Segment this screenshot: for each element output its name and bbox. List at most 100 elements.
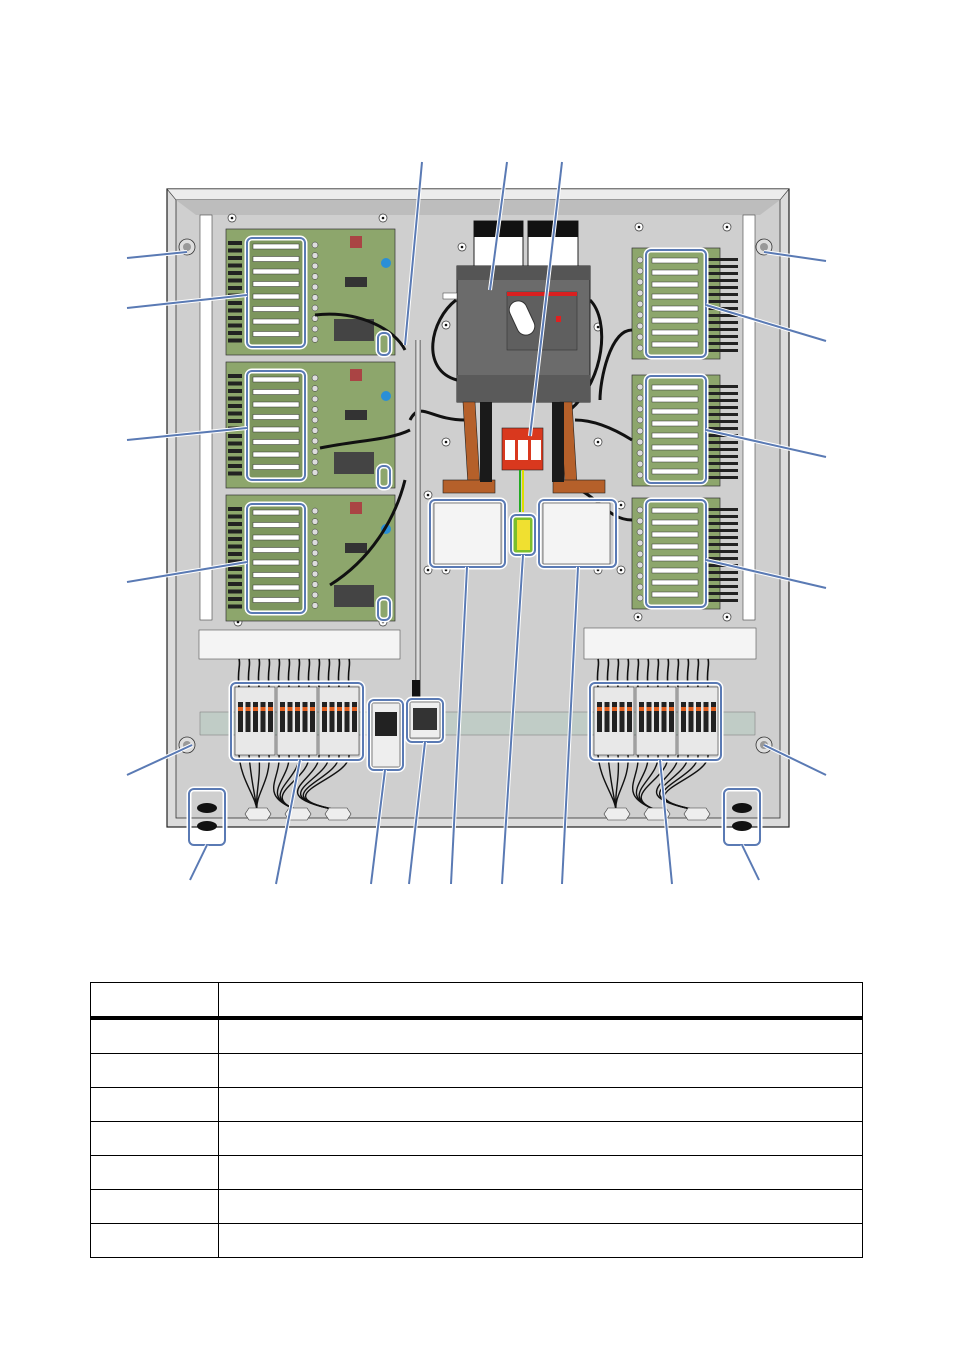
terminal-pin (708, 399, 738, 402)
relay-slice (253, 702, 258, 732)
relay-indicator (639, 707, 644, 711)
relay-indicator (238, 707, 243, 711)
connector (636, 539, 644, 547)
relay (252, 243, 300, 250)
relay-slice (287, 702, 293, 732)
foot (732, 803, 752, 813)
relay-indicator (604, 707, 610, 711)
foot (197, 821, 217, 831)
cell-number (90, 1223, 219, 1258)
relay-slice (688, 702, 694, 732)
highlight-box (368, 699, 404, 771)
relay-slice (322, 702, 327, 732)
connector (311, 581, 319, 588)
relay (252, 559, 300, 566)
connector (311, 591, 319, 599)
connector (311, 304, 319, 312)
terminal-pin (228, 308, 242, 313)
screw-center (619, 568, 623, 572)
relay-indicator (619, 707, 625, 711)
relay-slice (604, 702, 610, 732)
foot (197, 803, 217, 813)
relay (651, 257, 699, 264)
terminal-pin (228, 537, 242, 541)
callout-line (126, 744, 193, 776)
relay-slice (654, 702, 659, 732)
terminal-pin (708, 448, 738, 451)
relay (651, 456, 699, 463)
terminal-pin (228, 381, 242, 386)
terminal-pin (708, 300, 738, 303)
terminal-pin (708, 272, 738, 275)
connector (636, 572, 644, 580)
terminal-pin (708, 349, 738, 352)
connector (311, 469, 319, 476)
connector (636, 416, 644, 424)
relay-indicator (711, 707, 716, 711)
connector (636, 438, 644, 446)
wire (664, 754, 709, 811)
terminal-pin (708, 585, 738, 588)
terminal-pin (708, 427, 738, 430)
terminal-pin (708, 571, 738, 574)
terminal-pin (708, 293, 738, 296)
power-terminal-blocks (433, 502, 611, 565)
relay-slice (646, 702, 652, 732)
callout-line (763, 251, 827, 262)
relay (651, 432, 699, 439)
transformer (334, 319, 374, 341)
relay (252, 401, 300, 408)
relay-indicator (329, 707, 335, 711)
relay (252, 281, 300, 287)
terminal-pin (708, 420, 738, 423)
highlight-box (246, 503, 306, 614)
relay-modules (234, 658, 719, 821)
callout-line (705, 304, 827, 342)
highlight-box (377, 465, 391, 489)
screw-center (426, 568, 430, 572)
terminal-pin (228, 559, 242, 564)
callout-line (561, 566, 579, 885)
wire (640, 754, 669, 811)
relay-indicator (287, 707, 293, 711)
connector (311, 416, 319, 424)
terminal-pin (228, 589, 242, 594)
terminal-pin (708, 413, 738, 416)
led (381, 258, 391, 268)
connector (636, 427, 644, 435)
screw-center (426, 493, 430, 497)
terminal-pin (708, 314, 738, 317)
relay-slice (703, 702, 709, 732)
connector (636, 583, 644, 591)
terminal-pin (708, 279, 738, 282)
cable-gland-nut (244, 807, 272, 821)
connector (636, 289, 644, 297)
connector (636, 405, 644, 413)
connector (311, 539, 319, 546)
relay-slice (597, 702, 602, 732)
relay (252, 509, 300, 516)
cell-number (90, 1189, 219, 1224)
table-row (90, 1155, 863, 1190)
highlight-box (589, 682, 722, 761)
connector (311, 252, 319, 259)
connector (311, 406, 319, 413)
chip (350, 502, 362, 514)
relay-indicator (295, 707, 300, 711)
screw-center (636, 615, 640, 619)
terminal-pin (708, 536, 738, 539)
relay-indicator (245, 707, 251, 711)
terminal-pin (228, 419, 242, 423)
relay-slice (302, 702, 308, 732)
header-cell-number (90, 982, 219, 1020)
connector (636, 517, 644, 525)
cable-gland-nut (603, 807, 631, 821)
cable-glands (178, 238, 773, 831)
relay-indicator (597, 707, 602, 711)
terminal-pin (228, 256, 242, 260)
terminal-pin (708, 258, 738, 261)
cable-gland-nut (683, 807, 711, 821)
terminal-pin (228, 396, 242, 401)
relay-slice (337, 702, 342, 732)
callout-line (126, 294, 248, 309)
